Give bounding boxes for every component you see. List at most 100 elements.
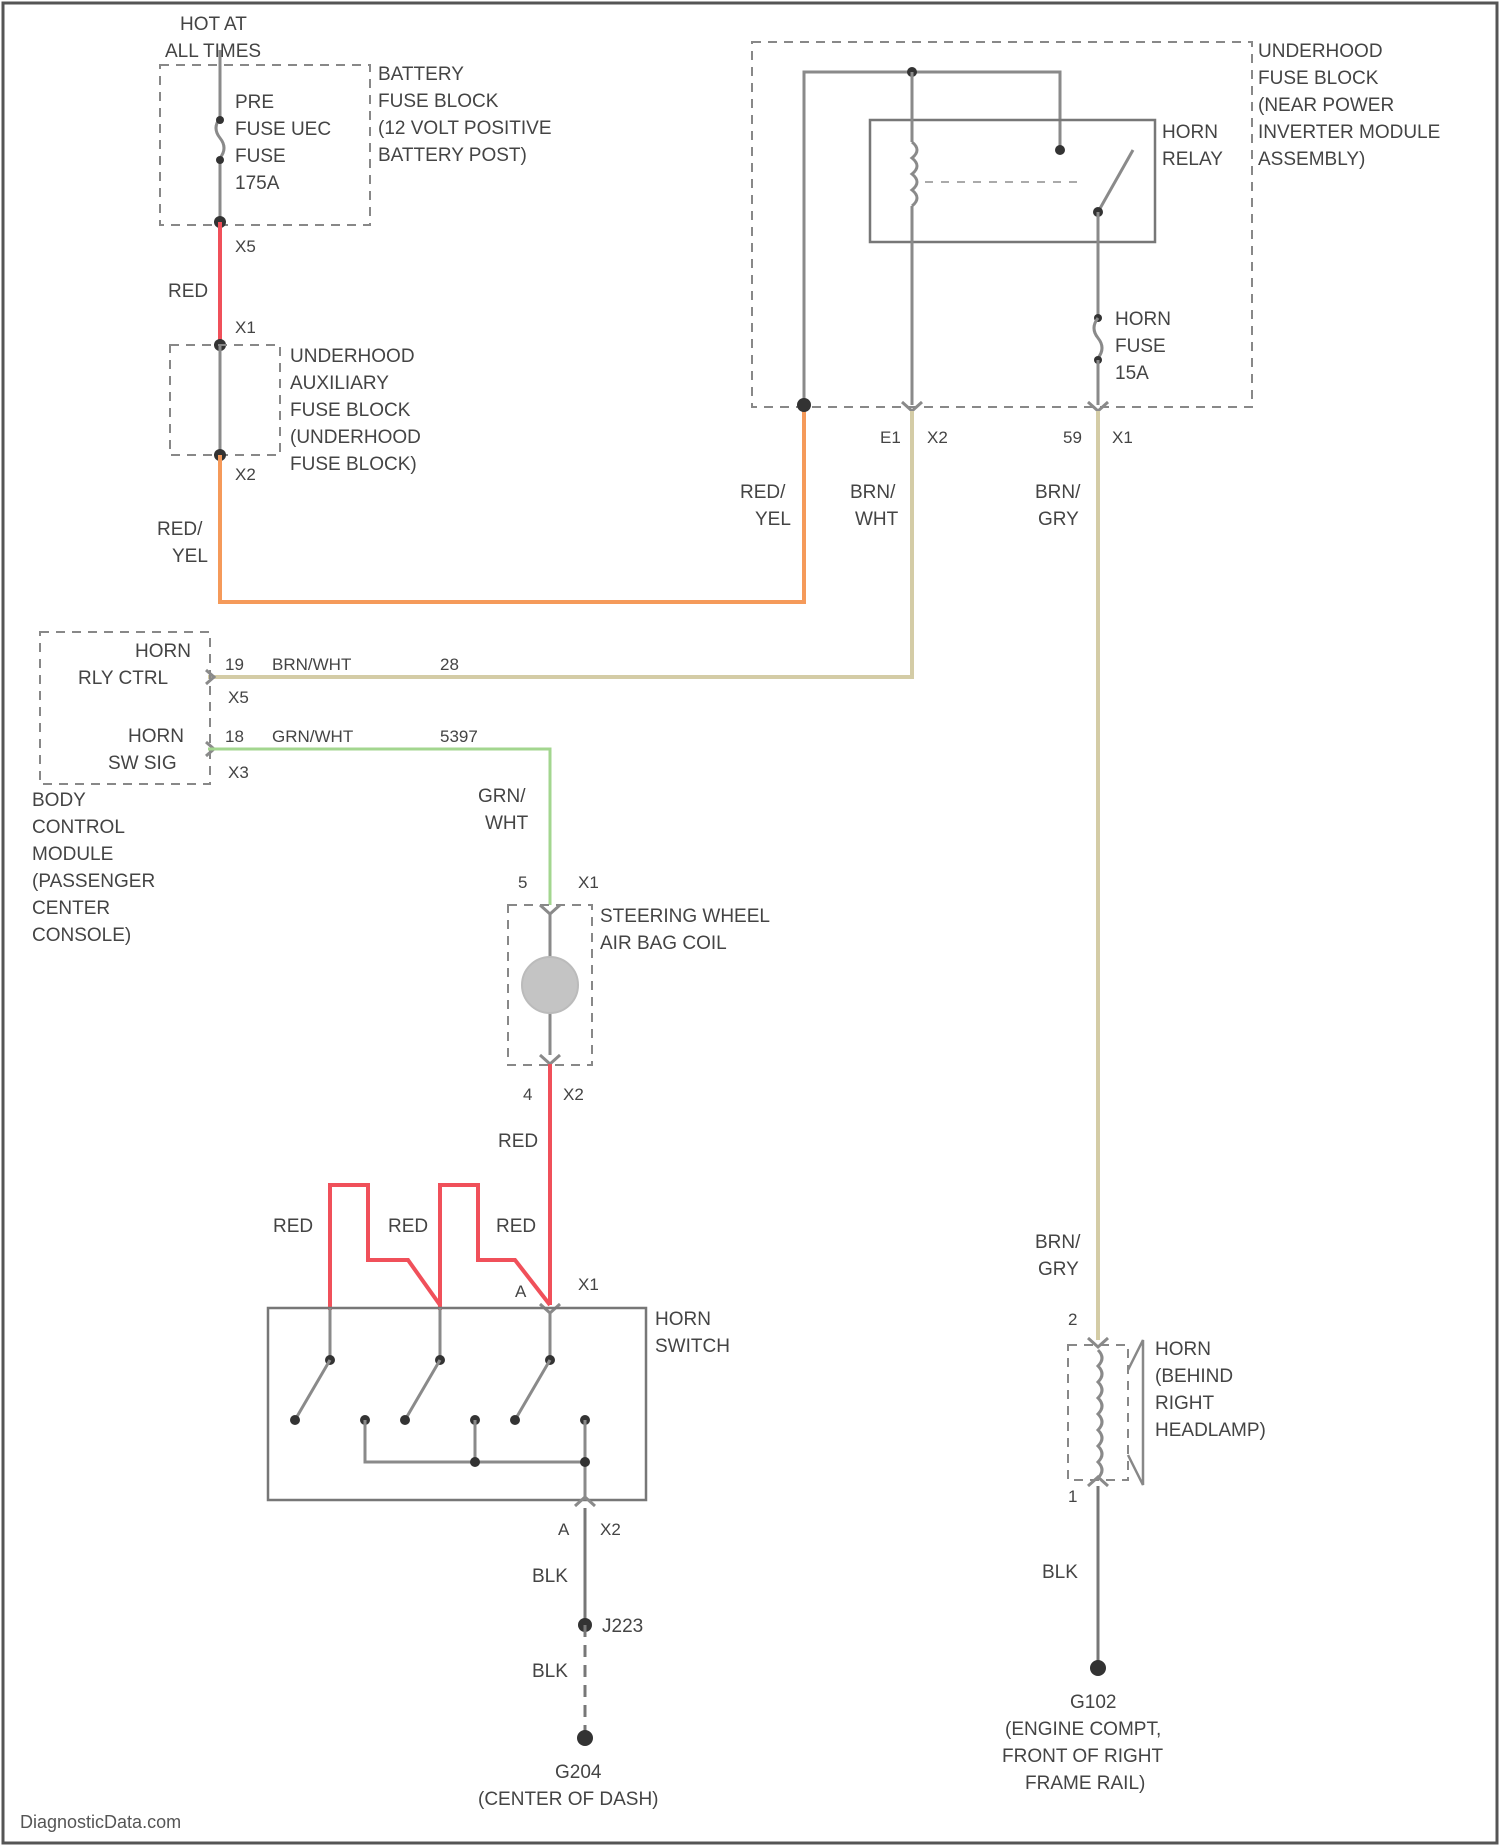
bcm-label-3: MODULE (32, 844, 113, 865)
red-yel-label-left-1: RED/ (157, 519, 203, 540)
horn-coil (1098, 1350, 1102, 1478)
red-yel-label-left-2: YEL (172, 546, 208, 567)
bcm-horn-sw-sig-1: HORN (128, 726, 184, 747)
red-jumper-label-1: RED (273, 1216, 313, 1237)
horn-pin-top: 2 (1068, 1310, 1077, 1329)
switch-2-tip (400, 1415, 410, 1425)
brn-gry-label-top-2: GRY (1038, 509, 1079, 530)
horn-bell (1128, 1340, 1143, 1485)
air-bag-coil-icon (522, 957, 578, 1013)
air-bag-coil-label-2: AIR BAG COIL (600, 933, 727, 954)
battery-fuse-block-label-1: BATTERY (378, 64, 464, 85)
battery-fuse-block-pin: X5 (235, 237, 256, 256)
underhood-fuse-block-label-1: UNDERHOOD (1258, 41, 1383, 62)
aux-fuse-block-label-5: FUSE BLOCK) (290, 454, 417, 475)
switch-3-arm (515, 1360, 550, 1420)
red-yel-label-right-1: RED/ (740, 482, 786, 503)
ground-g204-symbol (577, 1730, 593, 1746)
brn-wht-label-2: WHT (855, 509, 899, 530)
coil-connector-top (540, 905, 560, 914)
switch-1-arm (295, 1360, 330, 1420)
bcm-label-1: BODY (32, 790, 86, 811)
aux-fuse-block-label-4: (UNDERHOOD (290, 427, 421, 448)
prefuse-text-2: FUSE UEC (235, 119, 331, 140)
horn-switch-connector-bottom (575, 1497, 595, 1506)
horn-relay-coil (912, 142, 917, 206)
relay-switch-arm (1098, 150, 1133, 212)
splice-j223-label: J223 (602, 1616, 643, 1637)
prefuse-text-1: PRE (235, 92, 274, 113)
bcm-horn-sw-sig-2: SW SIG (108, 753, 177, 774)
aux-fuse-block-outline (170, 345, 280, 455)
horn-label-3: RIGHT (1155, 1393, 1215, 1414)
prefuse-rating: 175A (235, 173, 280, 194)
horn-switch-label-2: SWITCH (655, 1336, 730, 1357)
blk-label-upper: BLK (532, 1566, 568, 1587)
bcm-pin18-wire: GRN/WHT (272, 727, 353, 746)
underhood-fuse-block-outline (752, 42, 1252, 407)
horn-fuse-label-1: HORN (1115, 309, 1171, 330)
horn-label-1: HORN (1155, 1339, 1211, 1360)
connector-e1-pin: E1 (880, 428, 901, 447)
grn-wht-label-1: GRN/ (478, 786, 526, 807)
horn-relay-label-1: HORN (1162, 122, 1218, 143)
connector-59-pin: 59 (1063, 428, 1082, 447)
ground-bus-junction-1 (470, 1457, 480, 1467)
brn-wht-wire (208, 411, 912, 677)
connector-x1-pin: X1 (1112, 428, 1133, 447)
bcm-pin19-num: 19 (225, 655, 244, 674)
all-times-label: ALL TIMES (165, 41, 261, 62)
blk-label-lower: BLK (532, 1661, 568, 1682)
bcm-pin18-num: 18 (225, 727, 244, 746)
blk-label-horn: BLK (1042, 1562, 1078, 1583)
battery-fuse-block-label-4: BATTERY POST) (378, 145, 527, 166)
watermark: DiagnosticData.com (20, 1812, 181, 1832)
horn-connector-bottom (1088, 1477, 1108, 1486)
horn-switch-pin-bottom-conn: X2 (600, 1520, 621, 1539)
ground-g204-id: G204 (555, 1762, 602, 1783)
prefuse-terminal-bottom (216, 156, 224, 164)
aux-fuse-block-pin-bottom: X2 (235, 465, 256, 484)
connector-x2-pin: X2 (927, 428, 948, 447)
ground-g102-line-2: (ENGINE COMPT, (1005, 1719, 1161, 1740)
red-yel-junction (797, 398, 811, 412)
battery-fuse-block-label-3: (12 VOLT POSITIVE (378, 118, 552, 139)
brn-gry-label-bottom-2: GRY (1038, 1259, 1079, 1280)
aux-fuse-block-label-2: AUXILIARY (290, 373, 389, 394)
ground-g102-line-3: FRONT OF RIGHT (1002, 1746, 1164, 1767)
relay-switch-contact (1055, 145, 1065, 155)
horn-switch-box (268, 1308, 646, 1500)
horn-fuse-label-2: FUSE (1115, 336, 1166, 357)
coil-pin-bottom-conn: X2 (563, 1085, 584, 1104)
aux-fuse-block-label-1: UNDERHOOD (290, 346, 415, 367)
coil-pin-bottom-num: 4 (523, 1085, 532, 1104)
bcm-label-5: CENTER (32, 898, 110, 919)
horn-switch-pin-top-num: A (515, 1282, 527, 1301)
red-jumper-label-3: RED (496, 1216, 536, 1237)
bcm-pin18-conn: X3 (228, 763, 249, 782)
underhood-fuse-block-label-5: ASSEMBLY) (1258, 149, 1365, 170)
battery-fuse-block-label-2: FUSE BLOCK (378, 91, 499, 112)
red-jumper-2 (440, 1185, 550, 1310)
ground-g102-symbol (1090, 1660, 1106, 1676)
horn-label-4: HEADLAMP) (1155, 1420, 1266, 1441)
horn-fuse-symbol (1094, 318, 1102, 358)
bcm-pin18-circuit: 5397 (440, 727, 478, 746)
grn-wht-label-2: WHT (485, 813, 529, 834)
horn-relay-label-2: RELAY (1162, 149, 1223, 170)
underhood-fuse-block-label-2: FUSE BLOCK (1258, 68, 1379, 89)
horn-label-2: (BEHIND (1155, 1366, 1233, 1387)
bcm-pin19-circuit: 28 (440, 655, 459, 674)
brn-wht-label-1: BRN/ (850, 482, 896, 503)
bcm-label-2: CONTROL (32, 817, 125, 838)
ground-bus-junction-2 (580, 1457, 590, 1467)
aux-fuse-block-label-3: FUSE BLOCK (290, 400, 411, 421)
red-jumper-label-2: RED (388, 1216, 428, 1237)
bcm-label-6: CONSOLE) (32, 925, 131, 946)
bcm-pin19-wire: BRN/WHT (272, 655, 351, 674)
air-bag-coil-label-1: STEERING WHEEL (600, 906, 770, 927)
underhood-fuse-block-label-4: INVERTER MODULE (1258, 122, 1440, 143)
horn-fuse-label-3: 15A (1115, 363, 1149, 384)
battery-fuse-block-outline (160, 65, 370, 225)
